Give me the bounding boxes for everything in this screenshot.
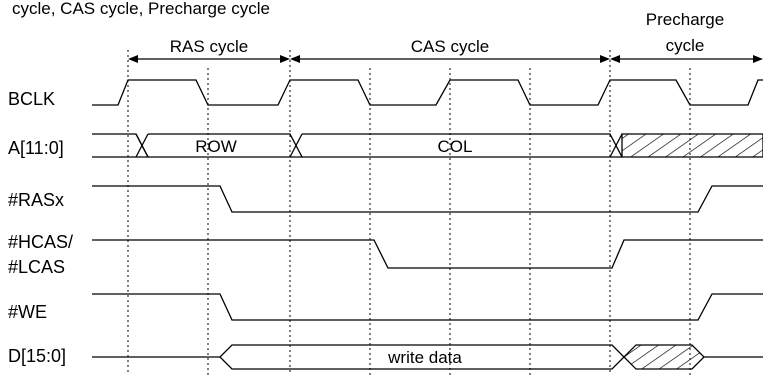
addr-bus-waveform [92,133,763,158]
cas-waveform [92,239,763,269]
signal-label-data: D[15:0] [8,346,66,366]
signal-label-lcas: #LCAS [8,257,65,277]
addr-value-col: COL [438,137,473,156]
cycle-cas-arrowhead-left [290,55,300,63]
cycle-precharge-arrowhead-left [610,55,620,63]
data-bus-waveform [92,344,763,370]
addr-undefined-hatch [621,133,763,158]
cycle-precharge: Precharge cycle [610,10,763,63]
bclk-waveform [92,79,763,106]
cycle-precharge-arrowhead-right [753,55,763,63]
guide-lines [127,50,691,375]
cycle-precharge-label-line2: cycle [666,36,705,55]
cycle-ras-label: RAS cycle [170,37,248,56]
cycle-ras: RAS cycle [128,37,290,63]
signal-label-bclk: BCLK [8,89,55,109]
cycle-precharge-label-line1: Precharge [646,10,724,29]
cycle-cas: CAS cycle [290,37,610,63]
signal-label-ras: #RASx [8,190,64,210]
cycle-ras-arrowhead-right [280,55,290,63]
cycle-ras-arrowhead-left [128,55,138,63]
signal-label-addr: A[11:0] [8,138,64,158]
data-value-write: write data [387,348,462,367]
cycle-cas-arrowhead-right [600,55,610,63]
we-waveform [92,293,763,321]
ras-waveform [92,185,763,213]
addr-value-row: ROW [195,137,237,156]
data-undefined-hatch [623,344,705,370]
header-partial-text: cycle, CAS cycle, Precharge cycle [12,0,270,18]
cycle-cas-label: CAS cycle [411,37,489,56]
signal-label-hcas: #HCAS/ [8,232,73,252]
signal-label-we: #WE [8,302,47,322]
